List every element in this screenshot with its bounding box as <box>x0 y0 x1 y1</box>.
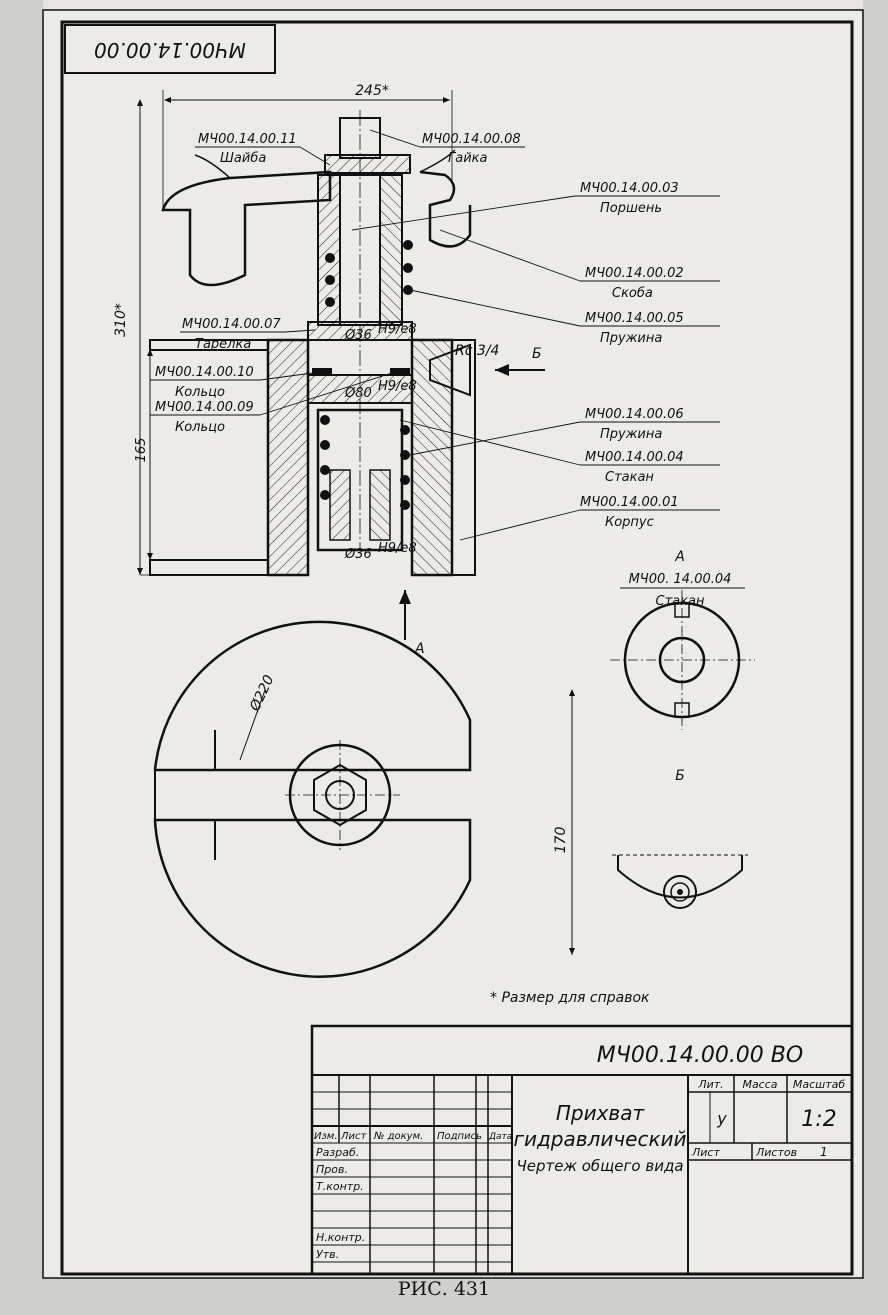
dim-170-label: 170 <box>553 827 569 854</box>
part-label-code: МЧ00.14.00.01 <box>580 495 679 510</box>
dim-310-label: 310* <box>113 303 129 337</box>
dim-d36-top: Ø36 <box>344 328 372 343</box>
dim-245-label: 245* <box>355 83 389 99</box>
plate-tarelka <box>307 321 413 341</box>
view-a-code: МЧ00. 14.00.04 <box>629 572 732 587</box>
title-line-2: гидравлический <box>513 1127 686 1151</box>
view-b-letter: Б <box>675 768 685 784</box>
part-label-name: Поршень <box>600 201 662 216</box>
row-prov: Пров. <box>316 1163 348 1176</box>
sheets-label: Листов <box>755 1146 797 1159</box>
body-left-wall <box>266 338 310 577</box>
clamp-arm-left <box>161 170 332 287</box>
fit-bottom: H9/e8 <box>378 541 417 556</box>
figure-caption: РИС. 431 <box>397 1278 491 1300</box>
part-label-name: Тарелка <box>195 337 251 352</box>
body-right-wall <box>410 338 454 577</box>
scale-value: 1:2 <box>801 1107 836 1132</box>
row-nkontr: Н.контр. <box>316 1231 365 1244</box>
part-label-code: МЧ00.14.00.08 <box>422 132 521 147</box>
col-podp: Подпись <box>437 1131 482 1142</box>
corner-stamp-text: МЧ00.14.00.00 <box>94 38 246 62</box>
part-label-name: Гайка <box>448 151 488 166</box>
part-label-name: Кольцо <box>175 420 225 435</box>
part-label-name: Пружина <box>600 331 662 346</box>
part-label-code: МЧ00.14.00.04 <box>585 450 684 465</box>
part-label-code: МЧ00.14.00.03 <box>580 181 679 196</box>
part-label-name: Стакан <box>605 470 654 485</box>
doc-code: МЧ00.14.00.00 ВО <box>597 1043 803 1068</box>
washer <box>324 154 411 174</box>
part-label-code: МЧ00.14.00.05 <box>585 311 684 326</box>
lit-header: Лит. <box>697 1078 723 1091</box>
row-razrab: Разраб. <box>316 1146 359 1159</box>
dim-165-label: 165 <box>134 438 149 463</box>
view-b-port-outer <box>663 875 697 909</box>
o-ring-2 <box>390 368 410 376</box>
part-label-name: Скоба <box>612 286 653 301</box>
sheets-value: 1 <box>820 1145 828 1159</box>
lit-value: у <box>716 1109 727 1128</box>
part-label-code: МЧ00.14.00.02 <box>585 266 684 281</box>
plan-view-lower <box>153 818 472 978</box>
leader-lines <box>150 129 720 541</box>
title-line-3: Чертеж общего вида <box>516 1157 683 1175</box>
o-ring-1 <box>312 368 332 376</box>
part-label-name: Корпус <box>605 515 654 530</box>
view-arrow-a-letter: А <box>414 641 425 657</box>
col-data: Дата <box>488 1132 512 1142</box>
col-list: Лист <box>340 1131 368 1142</box>
row-utv: Утв. <box>316 1248 339 1261</box>
spring-lower <box>320 415 410 510</box>
mass-header: Масса <box>742 1078 777 1091</box>
row-tkontr: Т.контр. <box>316 1180 364 1193</box>
fit-mid: H9/e8 <box>378 379 417 394</box>
dim-d220-leader <box>239 689 266 761</box>
title-line-1: Прихват <box>556 1101 646 1125</box>
part-label-code: МЧ00.14.00.10 <box>155 365 254 380</box>
part-label-code: МЧ00.14.00.09 <box>155 400 254 415</box>
dim-d36-bottom: Ø36 <box>344 547 372 562</box>
part-label-name: Шайба <box>220 151 266 166</box>
part-label-name: Кольцо <box>175 385 225 400</box>
col-ndoc: № докум. <box>373 1131 423 1142</box>
view-a-letter: А <box>674 549 685 565</box>
thread-label: Rc 3/4 <box>455 343 499 359</box>
part-labels: МЧ00.14.00.11 Шайба МЧ00.14.00.08 Гайка … <box>155 132 684 530</box>
sheet-label: Лист <box>691 1146 720 1159</box>
piston-head <box>307 374 413 404</box>
clamp-arm-right <box>419 170 472 248</box>
spring-top <box>325 240 413 307</box>
reference-size-note: * Размер для справок <box>490 990 650 1006</box>
part-label-code: МЧ00.14.00.07 <box>182 317 281 332</box>
part-label-name: Пружина <box>600 427 662 442</box>
view-arrow-b-letter: Б <box>532 346 542 362</box>
corner-stamp-box <box>64 24 276 74</box>
scale-header: Масштаб <box>793 1078 845 1091</box>
piston-rod-right <box>379 174 403 326</box>
title-block <box>310 1024 854 1276</box>
dim-d80: Ø80 <box>344 386 372 401</box>
part-label-code: МЧ00.14.00.06 <box>585 407 684 422</box>
view-b-outline <box>617 855 743 899</box>
part-label-code: МЧ00.14.00.11 <box>198 132 297 147</box>
col-izm: Изм. <box>314 1131 338 1142</box>
sheet-outer-border <box>42 9 864 1279</box>
plan-view-upper <box>153 620 472 772</box>
fit-top: H9/e8 <box>378 322 417 337</box>
